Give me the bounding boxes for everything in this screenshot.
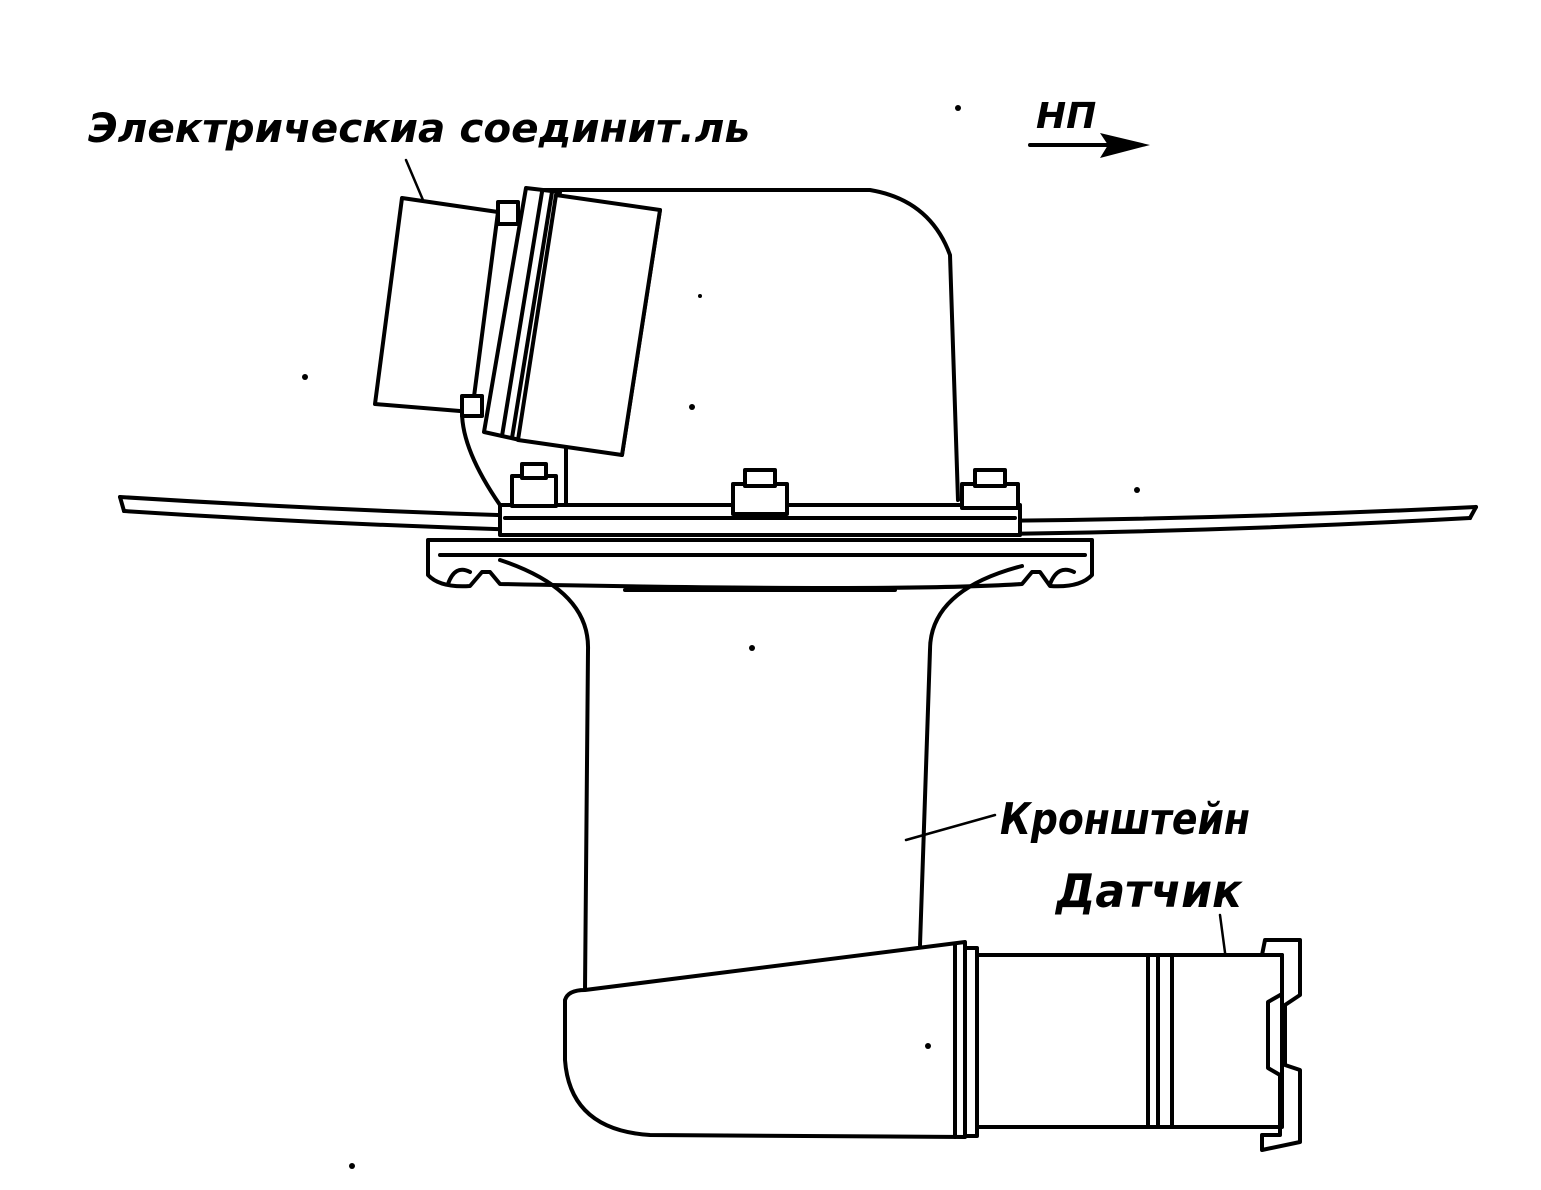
bolt-left [510,462,558,508]
connector-label: Электрическиа соединит.ль [88,106,750,152]
direction-label: НП [1036,96,1096,137]
sensor-body [963,946,1284,1138]
bracket-label: Кронштейн [1000,794,1250,845]
bracket-body [498,558,1024,992]
bolt-center [731,468,789,516]
electrical-connector [373,186,662,507]
scan-specks [302,105,1140,1169]
top-base-plate [498,503,1022,537]
sensor-fairing [563,940,967,1139]
sensor-end-clamp [1260,938,1302,1152]
bolt-right [960,468,1020,510]
flange [426,538,1094,590]
direction-arrow-icon [1028,133,1150,158]
sensor-label: Датчик [1054,864,1244,918]
